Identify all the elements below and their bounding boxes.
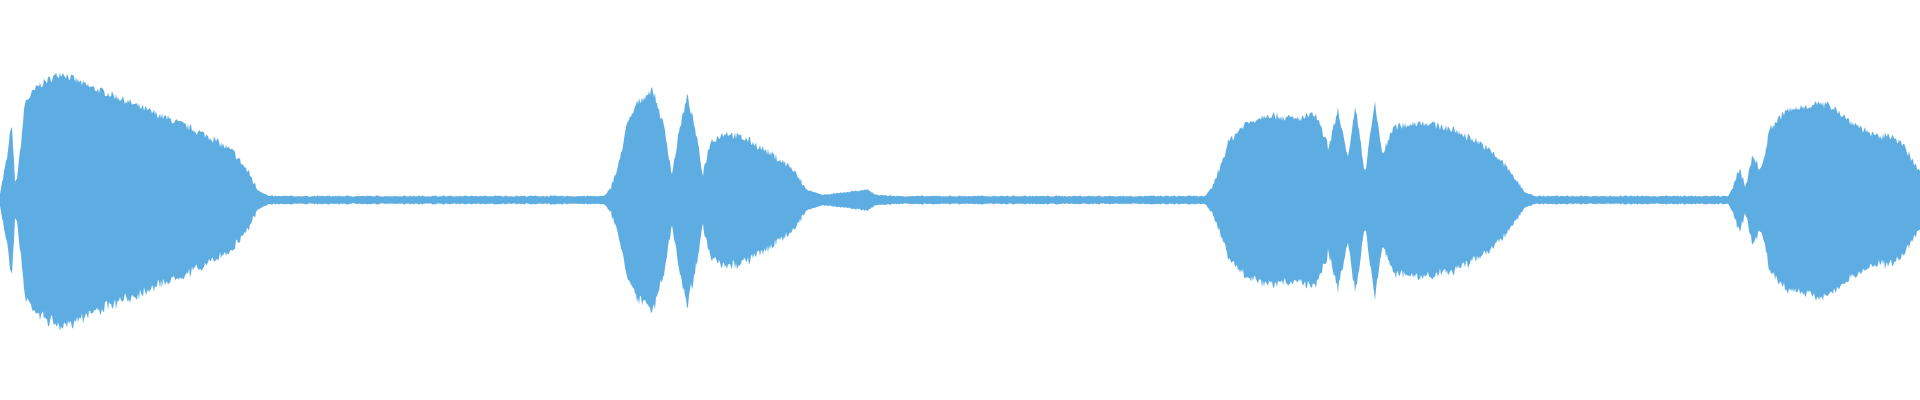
- waveform-path: [0, 72, 1920, 331]
